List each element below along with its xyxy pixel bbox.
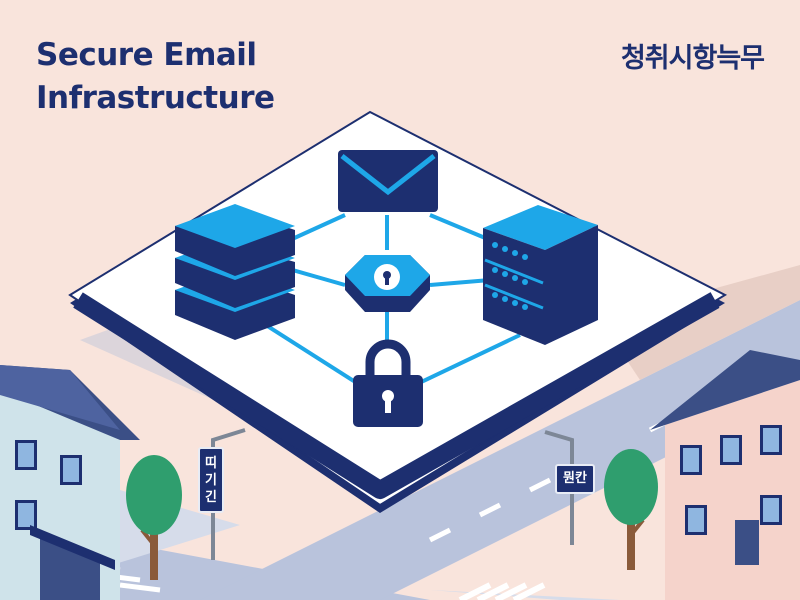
page-title-line-1: Secure Email <box>36 37 257 73</box>
email-envelope-icon <box>338 150 438 212</box>
street-sign-left: 띠 기 긴 <box>198 447 224 513</box>
padlock-icon <box>353 339 423 427</box>
street-sign-left-char-1: 띠 <box>205 456 217 471</box>
page-title: Secure Email Infrastructure <box>36 34 275 120</box>
street-sign-right: 뭔칸 <box>555 464 595 494</box>
street-sign-left-char-3: 긴 <box>205 490 217 505</box>
tree-left <box>126 455 182 580</box>
tree-right <box>604 449 658 570</box>
house-left <box>0 365 140 600</box>
house-right <box>650 350 800 600</box>
page-title-line-2: Infrastructure <box>36 80 275 116</box>
street-sign-left-char-2: 기 <box>205 473 217 488</box>
server-rack-icon <box>483 205 598 345</box>
keyhole-hexagon-icon <box>345 255 430 312</box>
database-stack-icon <box>175 204 295 340</box>
korean-title: 청취시항늑무 <box>620 43 765 74</box>
street-lamp-right <box>544 430 574 545</box>
